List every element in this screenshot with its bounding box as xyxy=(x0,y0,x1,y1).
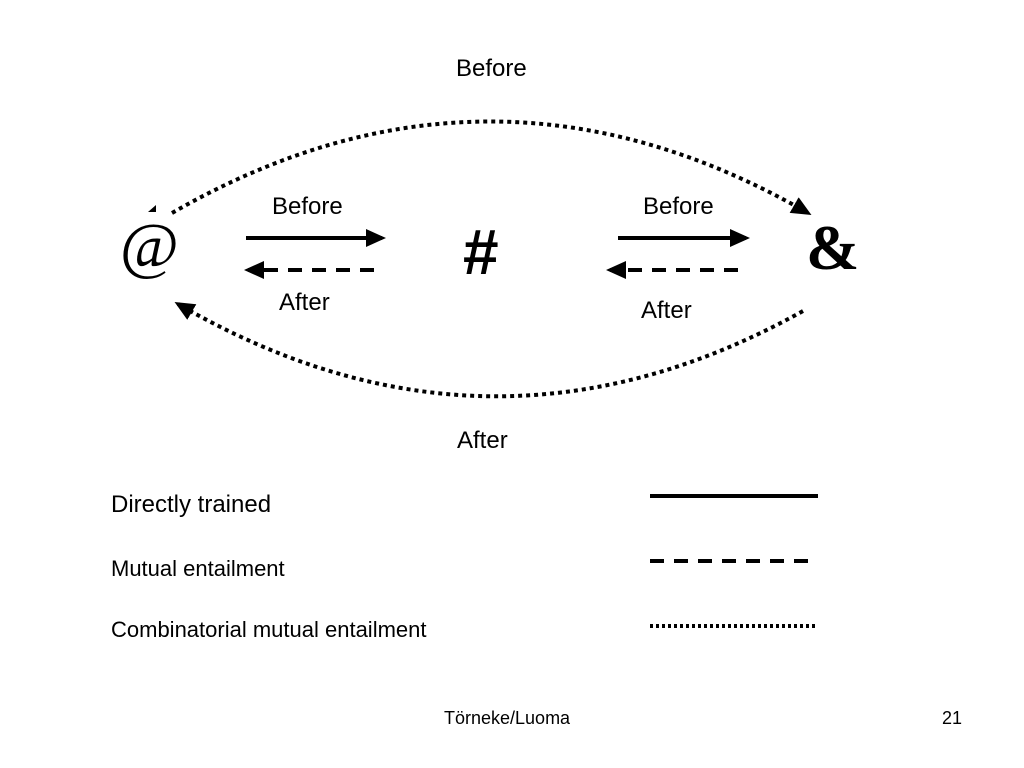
legend-combinatorial-mutual-entailment: Combinatorial mutual entailment xyxy=(111,617,427,642)
right-after-label: After xyxy=(641,297,692,324)
legend-directly-trained: Directly trained xyxy=(111,491,272,518)
footer-credit: Törneke/Luoma xyxy=(444,708,571,728)
bottom-dotted-arc xyxy=(174,301,804,399)
node-ampersand-symbol: & xyxy=(806,212,860,283)
right-before-label: Before xyxy=(643,193,714,220)
node-at-symbol: @ xyxy=(120,210,179,281)
top-arc-label: Before xyxy=(456,55,527,82)
left-after-label: After xyxy=(279,289,330,316)
top-arc-start-tick xyxy=(148,205,156,212)
legend-mutual-entailment: Mutual entailment xyxy=(111,556,285,581)
left-before-label: Before xyxy=(272,193,343,220)
page-number: 21 xyxy=(942,708,963,728)
node-hash-symbol: # xyxy=(463,216,499,288)
bottom-arc-label: After xyxy=(457,427,508,454)
top-dotted-arc xyxy=(171,119,812,215)
